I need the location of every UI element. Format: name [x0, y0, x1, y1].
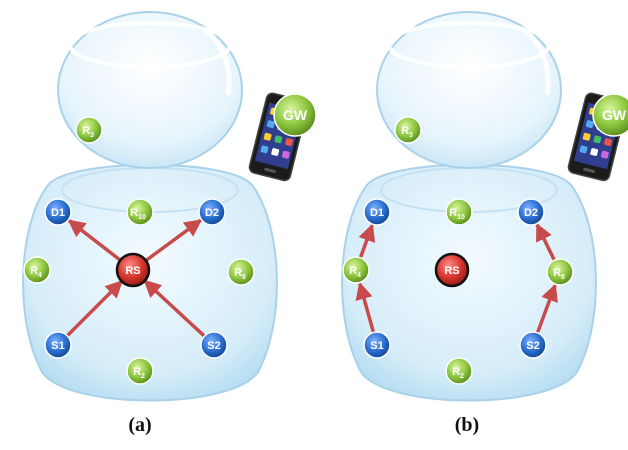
- node-r8-label: R8: [234, 267, 246, 281]
- arrow-r4-to-d1: [358, 223, 376, 259]
- node-r10: R10: [445, 198, 473, 226]
- caption-a: (a): [128, 414, 152, 436]
- head-glare: [387, 21, 551, 69]
- node-d1-circle: [44, 198, 72, 226]
- head-glare: [68, 21, 232, 69]
- head-glare-side: [203, 28, 232, 96]
- node-gw: GW: [592, 93, 628, 137]
- node-rs-label: RS: [444, 265, 459, 277]
- person-head-shape: [57, 11, 243, 169]
- node-rs-label: RS: [125, 265, 140, 277]
- node-r3-label: R3: [82, 125, 94, 139]
- person-head-shape: [376, 11, 562, 169]
- node-r4: R4: [342, 256, 370, 284]
- node-d1: D1: [363, 198, 391, 226]
- head-glare-side: [522, 28, 551, 96]
- arrow-s1-to-r4: [355, 281, 376, 333]
- node-r8-circle: [546, 258, 574, 286]
- node-r10-circle: [126, 198, 154, 226]
- node-rs: RS: [434, 252, 470, 288]
- node-s1: S1: [363, 331, 391, 359]
- arrow-rs-to-d1: [67, 219, 122, 262]
- node-s1-label: S1: [370, 340, 383, 352]
- arrow-s2-to-r8: [535, 283, 558, 334]
- node-d1-label: D1: [51, 207, 65, 219]
- node-s1: S1: [44, 331, 72, 359]
- node-s2-label: S2: [526, 340, 539, 352]
- node-r8: R8: [546, 258, 574, 286]
- node-rs-circle: [434, 252, 470, 288]
- node-d2-circle: [517, 198, 545, 226]
- node-r3: R3: [75, 116, 103, 144]
- node-s2-circle: [519, 331, 547, 359]
- node-rs: RS: [115, 252, 151, 288]
- node-s2: S2: [200, 331, 228, 359]
- node-r8-label: R8: [553, 267, 565, 281]
- node-r3: R3: [394, 116, 422, 144]
- node-s2-circle: [200, 331, 228, 359]
- node-d1-circle: [363, 198, 391, 226]
- node-d2-label: D2: [205, 207, 219, 219]
- node-s2: S2: [519, 331, 547, 359]
- node-gw: GW: [273, 93, 317, 137]
- node-r2-label: R2: [133, 366, 145, 380]
- node-s2-label: S2: [207, 340, 220, 352]
- arrow-r8-to-d2: [535, 223, 556, 262]
- node-gw-circle: [273, 93, 317, 137]
- node-gw-label: GW: [283, 107, 308, 123]
- node-r10-circle: [445, 198, 473, 226]
- node-r2-circle: [445, 357, 473, 385]
- node-r3-circle: [394, 116, 422, 144]
- node-s1-circle: [44, 331, 72, 359]
- node-r3-circle: [75, 116, 103, 144]
- node-r2-circle: [126, 357, 154, 385]
- node-r2: R2: [126, 357, 154, 385]
- node-s1-label: S1: [51, 340, 64, 352]
- node-gw-label: GW: [602, 107, 627, 123]
- node-d2-label: D2: [524, 207, 538, 219]
- node-d2: D2: [517, 198, 545, 226]
- node-gw-circle: [592, 93, 628, 137]
- node-r4-circle: [342, 256, 370, 284]
- node-d2: D2: [198, 198, 226, 226]
- node-d1-label: D1: [370, 207, 384, 219]
- node-r4-label: R4: [349, 265, 361, 279]
- node-rs-circle: [115, 252, 151, 288]
- node-r4-label: R4: [30, 265, 42, 279]
- node-r2: R2: [445, 357, 473, 385]
- node-d2-circle: [198, 198, 226, 226]
- node-r4-circle: [23, 256, 51, 284]
- node-r4: R4: [23, 256, 51, 284]
- node-s1-circle: [363, 331, 391, 359]
- node-r8: R8: [227, 258, 255, 286]
- arrow-rs-to-d2: [144, 218, 203, 262]
- arrow-s2-to-rs: [143, 279, 206, 338]
- node-d1: D1: [44, 198, 72, 226]
- arrow-s1-to-rs: [65, 280, 123, 338]
- caption-b: (b): [454, 414, 480, 436]
- node-r8-circle: [227, 258, 255, 286]
- node-r3-label: R3: [401, 125, 413, 139]
- node-r10: R10: [126, 198, 154, 226]
- node-r2-label: R2: [452, 366, 464, 380]
